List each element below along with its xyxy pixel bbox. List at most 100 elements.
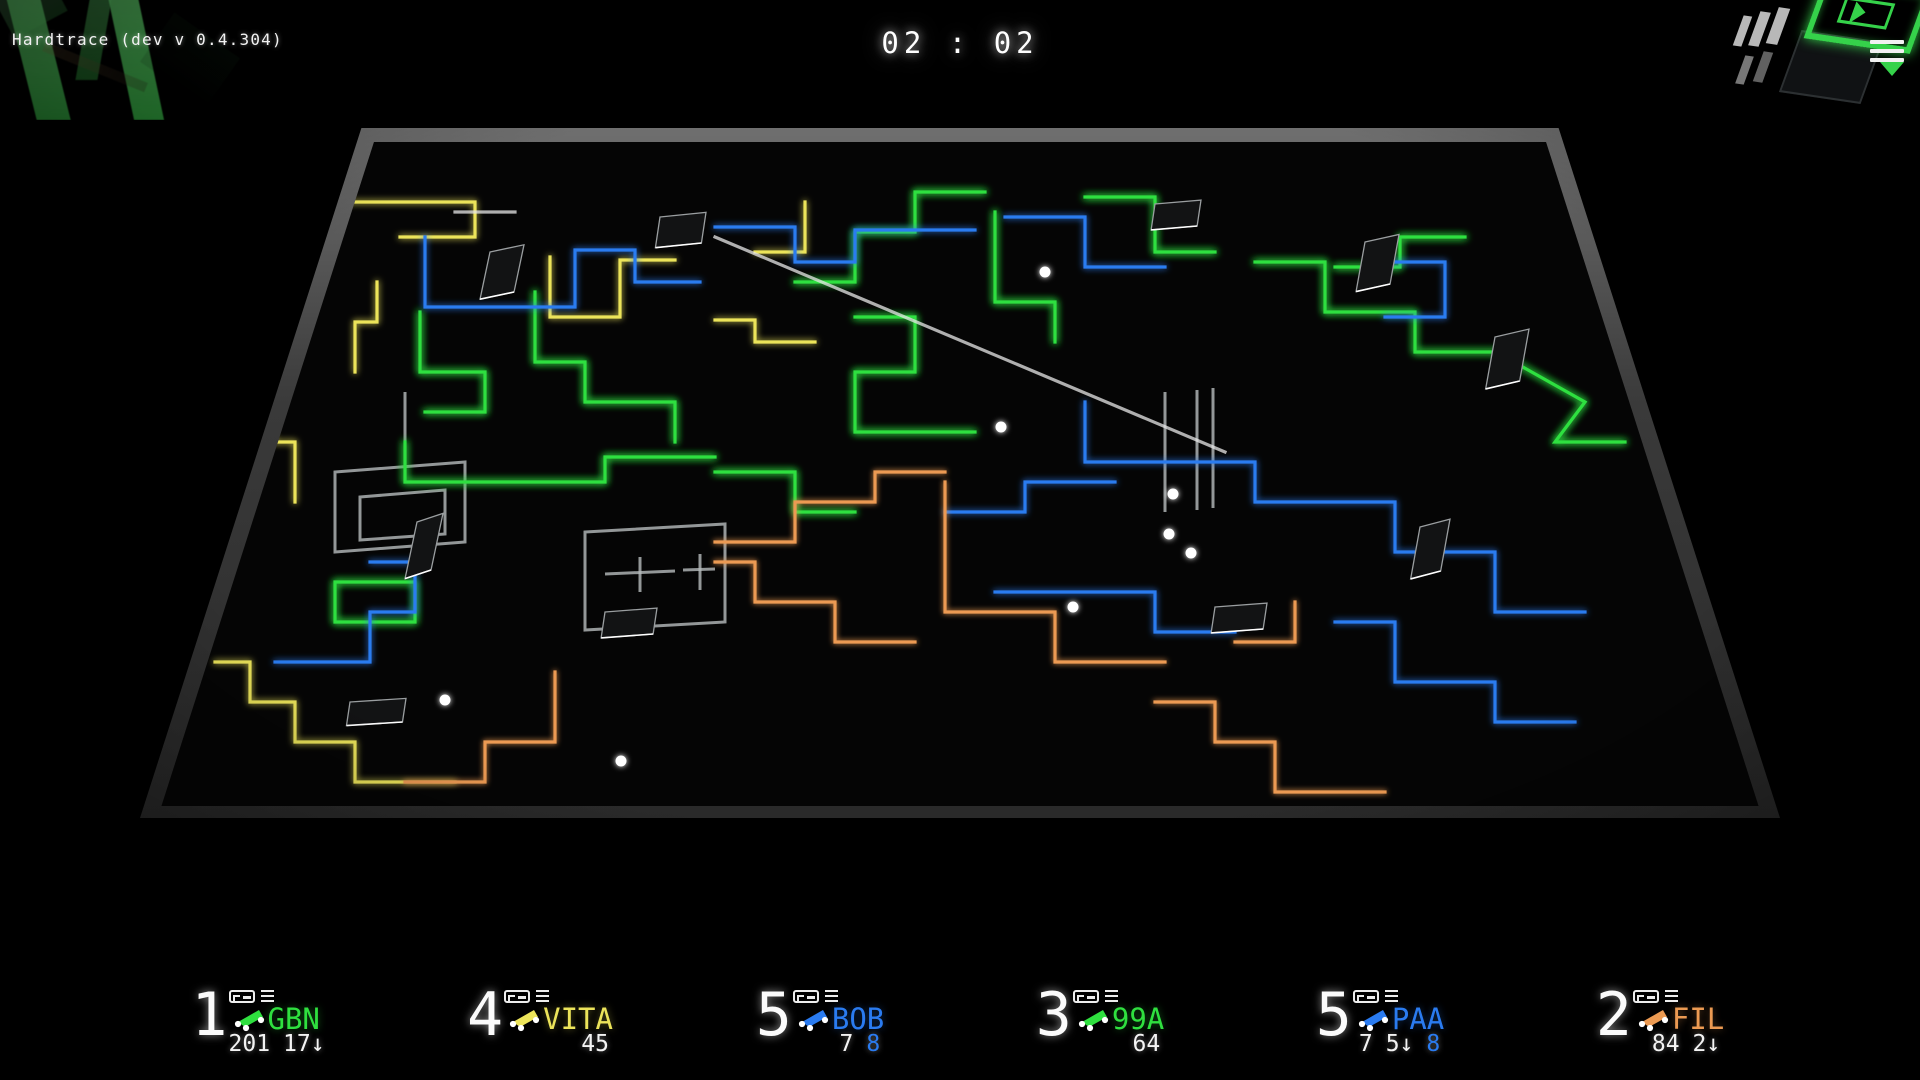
wall-panel: [1409, 518, 1451, 580]
ship-icon: [1358, 1010, 1388, 1032]
player-marker: [1185, 547, 1197, 559]
trail-segment: [712, 234, 1228, 455]
ship-icon: [798, 1010, 828, 1032]
trail-segment: [943, 480, 1117, 514]
trail-segment: [943, 480, 1167, 664]
player-name: VITA: [543, 1002, 613, 1036]
trail-segment: [793, 190, 987, 284]
trail-segment: [353, 280, 379, 374]
player-rank: 1: [191, 980, 227, 1050]
radar-widget[interactable]: [1730, 0, 1920, 110]
player-marker: [615, 755, 627, 767]
player-stat: 8: [866, 1031, 881, 1057]
player-name: FIL: [1671, 1002, 1725, 1036]
player-stat: 201: [228, 1031, 271, 1057]
wall-panel: [1484, 328, 1530, 390]
trail-segment: [273, 560, 417, 664]
player-rank: 3: [1035, 980, 1072, 1050]
ship-icon: [1078, 1010, 1108, 1032]
gamepad-icon: [792, 990, 819, 1003]
match-timer: 02 : 02: [881, 26, 1039, 60]
radar-chip-icon: [1735, 55, 1754, 85]
player-stat: 8: [1426, 1031, 1441, 1057]
trail-segment: [713, 560, 917, 644]
wall-panel: [1150, 199, 1202, 231]
player-markers: [439, 266, 1197, 767]
player-stat: 7: [839, 1031, 854, 1057]
trail-segment: [1502, 354, 1627, 444]
trail-segment: [333, 580, 417, 624]
wall-panel: [1210, 602, 1268, 634]
wall-panel: [345, 697, 407, 727]
player-stat: 45: [581, 1031, 609, 1057]
player-stat: 7: [1358, 1031, 1373, 1057]
trail-segment: [213, 660, 457, 784]
gamepad-icon: [228, 990, 255, 1003]
player-name: GBN: [267, 1002, 320, 1036]
trail-segment: [1153, 700, 1387, 794]
player-marker: [995, 421, 1007, 433]
gamepad-icon: [1352, 990, 1379, 1003]
player-name: BOB: [831, 1002, 885, 1036]
ship-icon: [1638, 1010, 1668, 1032]
player-stat: 84: [1651, 1031, 1680, 1057]
trail-segment: [1083, 400, 1587, 614]
trail-segment: [403, 670, 557, 784]
player-rank: 5: [1315, 980, 1352, 1050]
game-arena[interactable]: [0, 0, 1920, 1000]
trail-segment: [1003, 215, 1167, 269]
player-stat: 2↓: [1692, 1031, 1721, 1057]
trail-segment: [713, 225, 977, 264]
trail-segment: [418, 310, 487, 414]
player-stats: 45: [504, 1031, 613, 1057]
wall-panel: [1355, 233, 1400, 293]
player-stat: 5↓: [1385, 1031, 1414, 1057]
wall-panel: [654, 211, 707, 249]
arena-playfield[interactable]: [161, 142, 1759, 806]
wall-panel: [479, 243, 525, 301]
player-marker: [1167, 488, 1179, 500]
player-stat: 17↓: [283, 1031, 325, 1057]
player-marker: [1163, 528, 1175, 540]
radar-chip-icon: [1752, 51, 1774, 83]
player-trails: [193, 170, 1627, 806]
trail-segment: [713, 470, 947, 544]
wall-panel: [600, 607, 658, 639]
player-marker: [439, 694, 451, 706]
trail-segment: [713, 470, 857, 514]
trail-segment: [533, 290, 677, 444]
player-marker: [1067, 601, 1079, 613]
player-stats: 7 5↓ 8: [1353, 1031, 1444, 1057]
ship-icon: [234, 1010, 264, 1032]
trail-segment: [713, 318, 817, 344]
player-card-paa[interactable]: 5 PAA 7 5↓ 8: [1240, 980, 1520, 1080]
gamepad-icon: [1632, 990, 1659, 1003]
player-stats: 64: [1073, 1031, 1164, 1057]
player-stats: 201 17↓: [229, 1031, 329, 1057]
player-name: 99A: [1111, 1002, 1165, 1036]
app-title: Hardtrace (dev v 0.4.304): [12, 30, 283, 49]
player-rank: 2: [1595, 980, 1632, 1050]
player-rank: 4: [467, 980, 503, 1050]
player-rank: 5: [755, 980, 792, 1050]
arena-walls: [345, 199, 1530, 727]
gamepad-icon: [1072, 990, 1099, 1003]
arena-structures: [333, 388, 1215, 632]
player-stats: 84 2↓: [1633, 1031, 1724, 1057]
player-stat: 64: [1132, 1031, 1161, 1057]
chevron-down-icon[interactable]: [1880, 62, 1904, 76]
player-name: PAA: [1391, 1002, 1445, 1036]
player-marker: [1039, 266, 1051, 278]
trail-segment: [853, 315, 977, 434]
trail-canvas: [193, 170, 1627, 806]
gamepad-icon: [504, 990, 531, 1003]
ship-icon: [510, 1010, 540, 1032]
trail-segment: [1333, 620, 1577, 724]
